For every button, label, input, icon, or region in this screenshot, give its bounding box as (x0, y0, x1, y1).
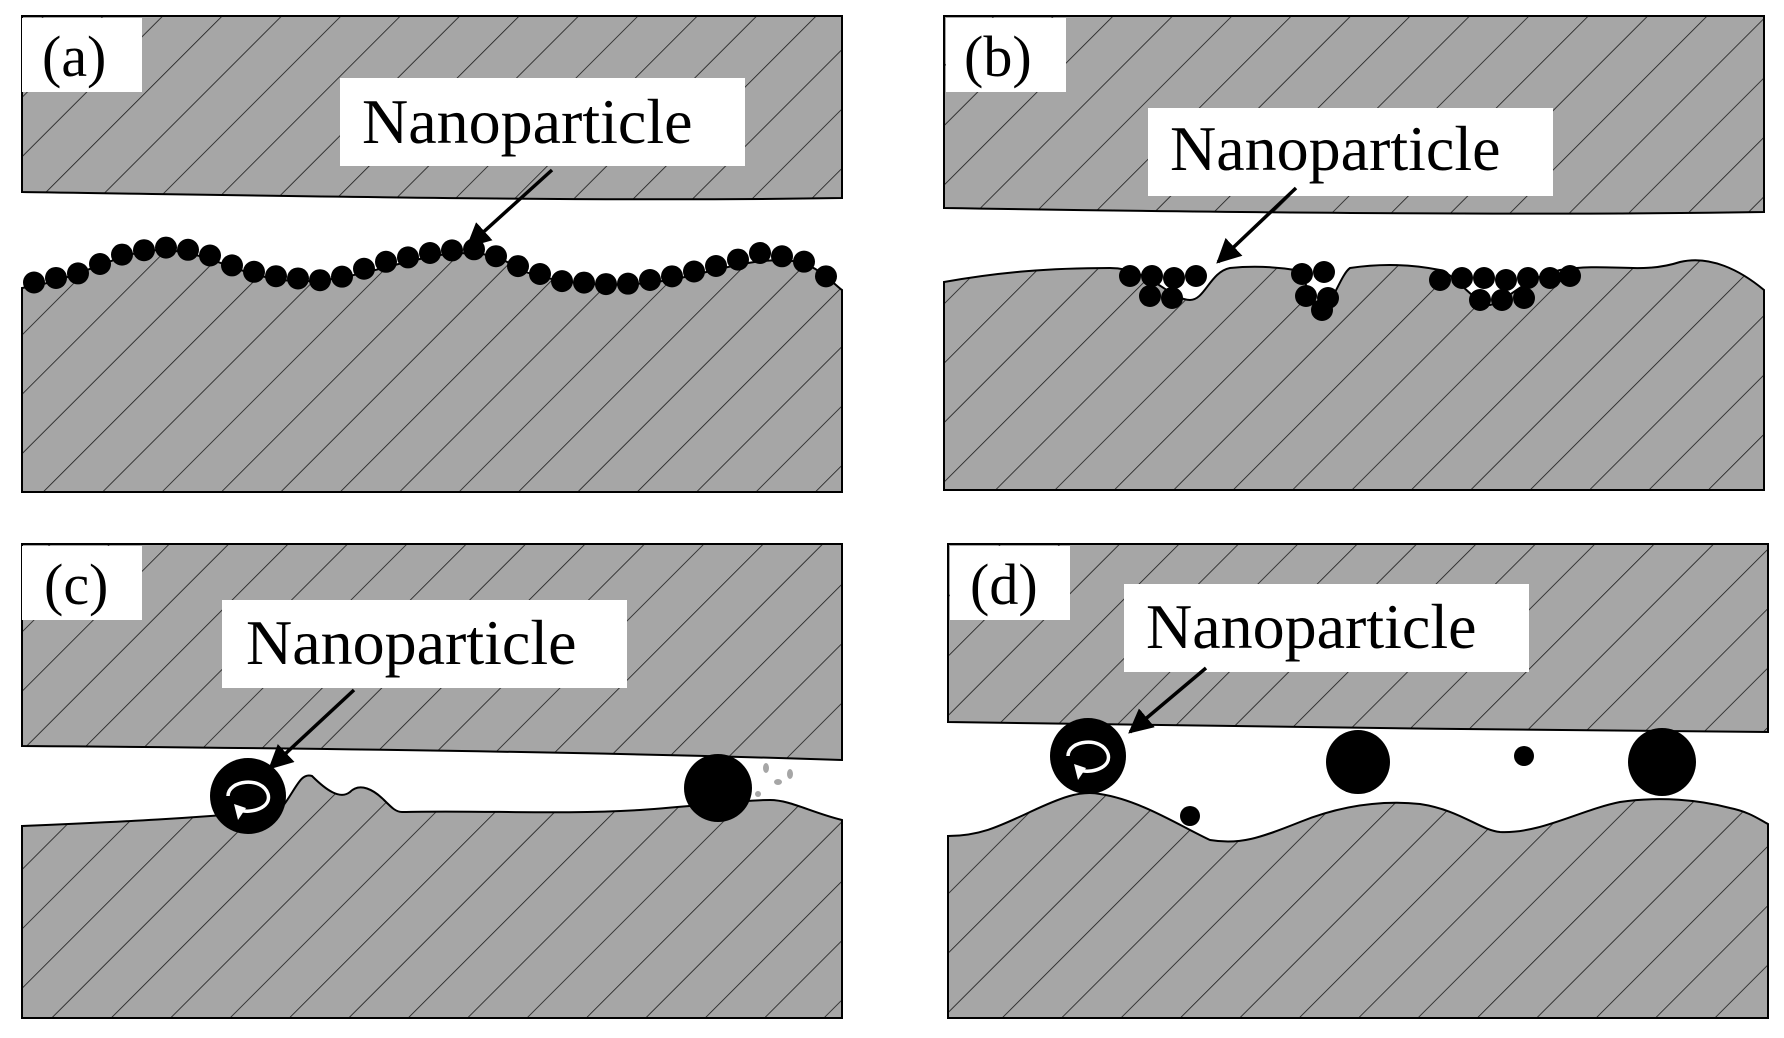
nanoparticle-callout: Nanoparticle (246, 607, 577, 678)
nanoparticle (1491, 289, 1513, 311)
nanoparticle (639, 269, 661, 291)
nanoparticle (111, 243, 133, 266)
nanoparticle (1311, 299, 1333, 321)
nanoparticle (529, 263, 551, 285)
nanoparticle (1628, 728, 1696, 796)
panel-label-box (22, 546, 142, 620)
nanoparticle (1313, 261, 1335, 283)
nanoparticle (684, 754, 752, 822)
nanoparticle (309, 269, 331, 292)
nanoparticle (133, 239, 155, 262)
callout-arrow (1216, 186, 1298, 264)
nanoparticle (1139, 285, 1161, 307)
panel-a: (a) Nanoparticle (21, 15, 843, 493)
nanoparticle (1539, 267, 1561, 289)
nanoparticle (177, 238, 199, 261)
wear-debris (755, 763, 793, 797)
panel-label: (a) (42, 24, 106, 89)
nanoparticle (199, 244, 221, 267)
nanoparticle (331, 265, 353, 288)
nanoparticle (23, 271, 45, 294)
nanoparticle (661, 265, 683, 288)
nanoparticle (1163, 267, 1185, 289)
nanoparticle (595, 273, 617, 296)
panel-label: (d) (970, 552, 1038, 617)
nanoparticle (1513, 287, 1535, 309)
nanoparticle (265, 265, 287, 288)
panel-d: (d) Nanoparticle (947, 543, 1769, 1019)
callout-arrow (1128, 666, 1208, 734)
panel-label-box (950, 546, 1070, 620)
nanoparticle (419, 242, 441, 264)
nanoparticle (1559, 265, 1581, 287)
nanoparticle (551, 270, 573, 293)
nanoparticle (1141, 265, 1163, 287)
panel-b: (b) Nanoparticle (943, 15, 1765, 491)
callout-box (1148, 108, 1553, 196)
callout-arrow (466, 168, 554, 248)
nanoparticle-callout: Nanoparticle (1146, 591, 1477, 662)
nanoparticle-layer (23, 236, 837, 296)
nanoparticle (243, 260, 265, 283)
nanoparticle (727, 248, 749, 271)
nanoparticle (1469, 289, 1491, 311)
rolling-nanoparticle (210, 758, 286, 834)
nanoparticle (617, 272, 639, 295)
nanoparticle (1514, 746, 1534, 766)
nanoparticle (705, 255, 727, 277)
nanoparticle (1326, 730, 1390, 794)
nanoparticle (815, 265, 837, 288)
nanoparticle (441, 239, 463, 262)
nanoparticle (221, 254, 243, 277)
nanoparticle (1291, 263, 1313, 285)
nanoparticle-callout: Nanoparticle (362, 86, 693, 157)
callout-box (1124, 584, 1529, 672)
callout-box (222, 600, 627, 688)
nanoparticle (353, 257, 375, 280)
nanoparticle (793, 250, 815, 273)
panel-label: (b) (964, 24, 1032, 89)
nanoparticle (1473, 267, 1495, 289)
nanoparticle (749, 242, 771, 264)
callout-arrow (268, 688, 356, 770)
nanoparticle (397, 246, 419, 269)
nanoparticle (1495, 269, 1517, 291)
nanoparticle (1161, 287, 1183, 309)
nanoparticle (287, 267, 309, 290)
callout-box (340, 78, 745, 166)
panel-label: (c) (44, 552, 108, 617)
nanoparticle (1119, 265, 1141, 287)
nanoparticle-callout: Nanoparticle (1170, 113, 1501, 184)
rolling-nanoparticle (1050, 718, 1126, 794)
nanoparticle (1429, 269, 1451, 291)
lower-surface (943, 259, 1765, 491)
lower-surface (21, 248, 843, 493)
nanoparticle (1451, 267, 1473, 289)
nanoparticle (1517, 267, 1539, 289)
nanoparticle (1185, 265, 1207, 287)
nanoparticle (375, 250, 397, 273)
nanoparticle (683, 260, 705, 283)
panel-c: (c) Nanoparticle (21, 543, 843, 1019)
nanoparticle (485, 245, 507, 268)
nanoparticle (1295, 285, 1317, 307)
nanoparticle (507, 255, 529, 278)
nanoparticle (771, 245, 793, 268)
nanoparticle (573, 271, 595, 294)
nanoparticle (1180, 806, 1200, 826)
panel-label-box (946, 18, 1066, 92)
panel-label-box (22, 18, 142, 92)
lower-surface (947, 792, 1769, 1019)
nanoparticle-clusters (1119, 261, 1581, 321)
nanoparticle (45, 266, 67, 289)
nanoparticle (89, 253, 111, 275)
nanoparticle (67, 262, 89, 285)
nanoparticle (155, 236, 177, 259)
